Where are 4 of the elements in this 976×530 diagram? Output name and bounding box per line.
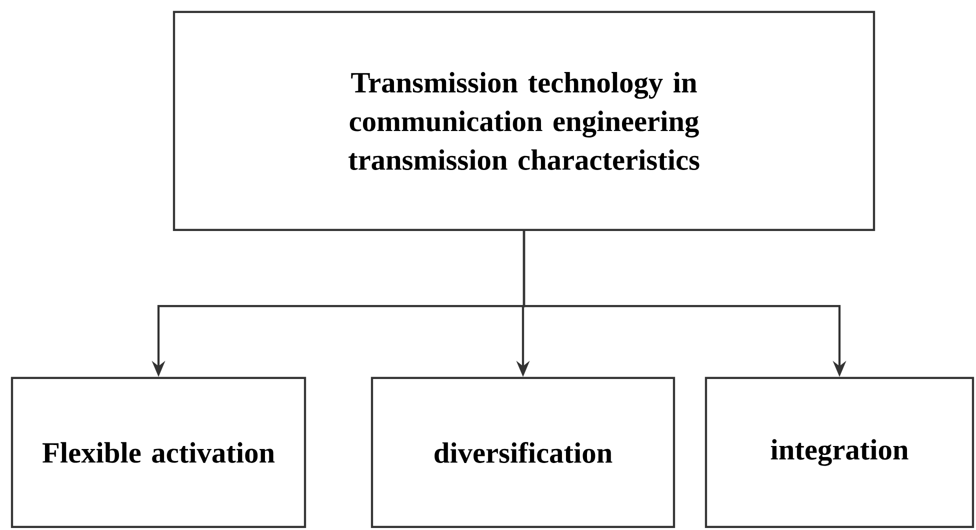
process-box: Flexible activation bbox=[10, 376, 306, 528]
process-box: integration bbox=[704, 376, 974, 528]
process-box: Transmission technology in communication engineering transmission characteristics bbox=[172, 10, 876, 232]
process-box: diversification bbox=[370, 376, 676, 528]
